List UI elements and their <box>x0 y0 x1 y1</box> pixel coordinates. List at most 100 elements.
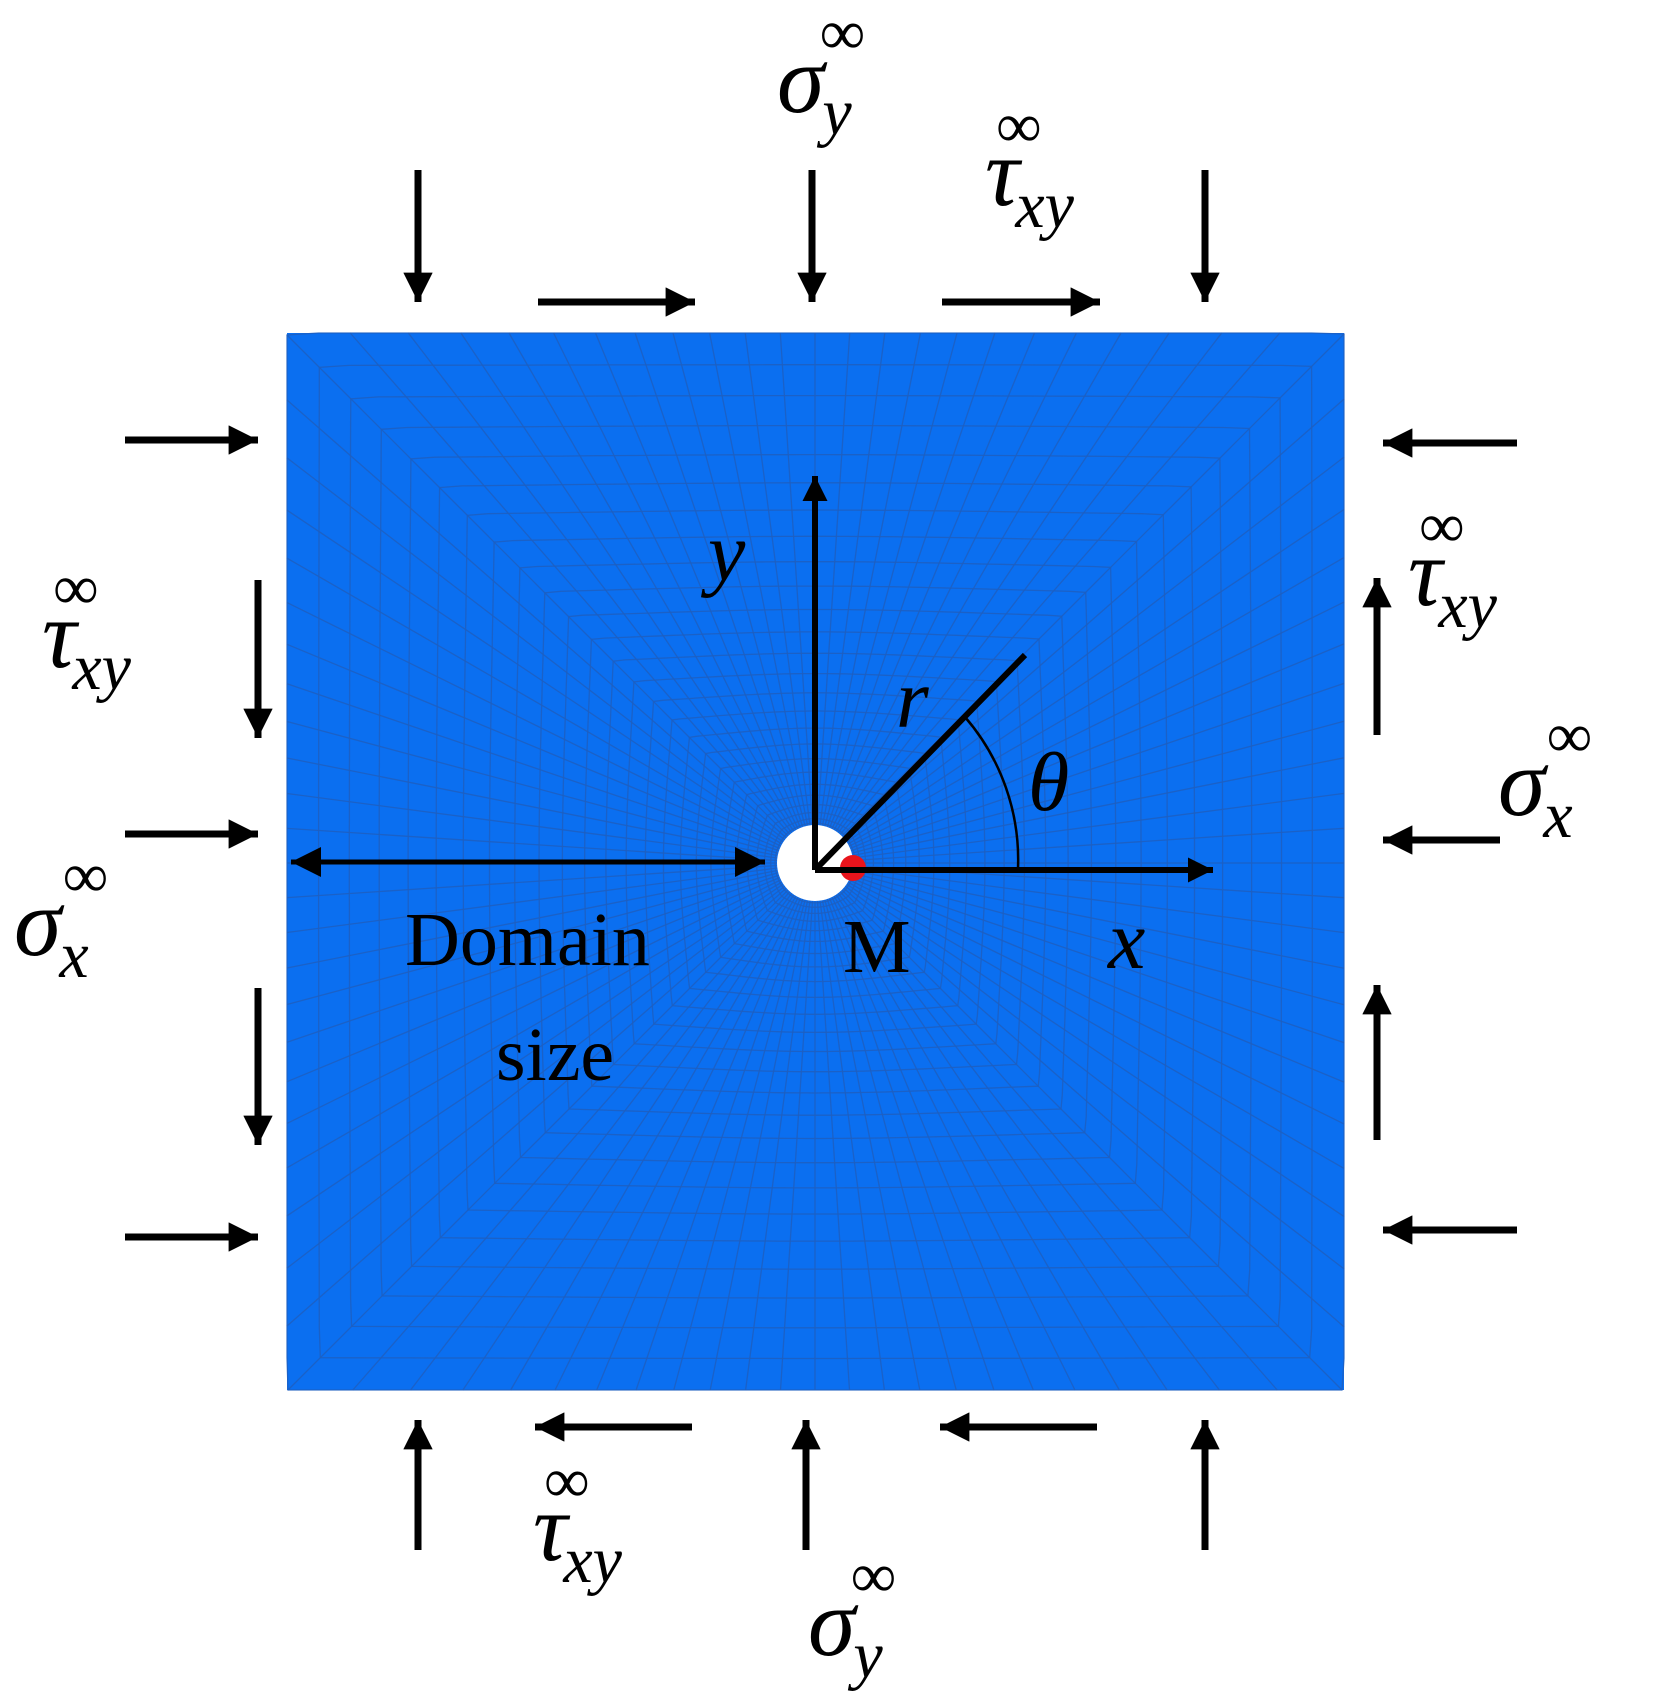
mesh-spoke <box>833 332 1122 831</box>
mesh-spoke <box>286 720 779 854</box>
mesh-spoke <box>852 869 1345 969</box>
sigma-x-right-main: σ <box>1498 729 1549 836</box>
tau-xy-right-label: τxy ∞ <box>1408 490 1498 642</box>
mesh-spoke <box>286 557 783 845</box>
mesh-spoke <box>846 508 1345 843</box>
mesh-spoke <box>846 883 1345 1218</box>
mesh-spoke <box>851 872 1345 1006</box>
mesh-spoke <box>837 892 1220 1391</box>
mesh-ring <box>286 332 1345 1391</box>
mesh-spoke <box>286 869 778 969</box>
tau-xy-top-label: τxy ∞ <box>985 90 1075 242</box>
angle-arc <box>964 716 1020 869</box>
mesh-spoke <box>835 894 1168 1391</box>
mesh-spoke <box>410 892 793 1391</box>
mesh-spoke <box>826 898 995 1391</box>
mesh-spoke <box>286 867 778 934</box>
mesh-spoke <box>286 874 780 1043</box>
mesh-spoke <box>744 900 811 1391</box>
mesh-spoke <box>843 398 1345 839</box>
mesh-spoke <box>554 896 799 1391</box>
tau-xy-right-sup: ∞ <box>1419 490 1465 561</box>
mesh-spoke <box>821 900 921 1391</box>
tau-xy-bottom-sub: xy <box>562 1524 622 1597</box>
sigma-x-right-sub: x <box>1542 779 1572 852</box>
mesh-spoke <box>821 332 922 826</box>
tau-xy-top-sub: xy <box>1014 169 1074 242</box>
radius-label: r <box>896 653 929 746</box>
mesh-spoke <box>286 883 784 1217</box>
sigma-x-right-label: σx ∞ <box>1498 700 1592 852</box>
mesh-spoke <box>708 332 809 826</box>
mesh-spoke <box>779 332 814 826</box>
sigma-x-left-sub: x <box>58 919 88 992</box>
domain-size-label-line1: Domain <box>405 898 650 982</box>
mesh-spoke <box>635 898 804 1391</box>
mesh-spoke <box>828 332 1036 829</box>
mesh-spoke <box>839 332 1281 835</box>
mesh-spoke <box>844 885 1345 1270</box>
mesh-spoke <box>744 332 811 826</box>
sigma-x-left-main: σ <box>14 869 65 976</box>
tau-xy-left-sub: xy <box>71 631 131 704</box>
radius-line <box>812 652 1028 873</box>
tau-xy-right-sub: xy <box>1437 569 1497 642</box>
x-axis-label: x <box>1106 894 1145 987</box>
tau-xy-right-main: τ <box>1408 519 1446 626</box>
mesh-spoke <box>286 887 787 1327</box>
mesh-ring <box>770 818 860 908</box>
mesh-spoke <box>709 900 809 1391</box>
mesh-spoke <box>850 874 1345 1044</box>
mesh-spoke <box>508 332 797 831</box>
sigma-y-bottom-label: σy ∞ <box>808 1540 896 1692</box>
tau-xy-left-label: τxy∞ <box>42 552 132 704</box>
tau-xy-top-main: τ <box>985 119 1023 226</box>
mesh-spoke <box>286 399 787 839</box>
mesh-spoke <box>286 885 786 1269</box>
sigma-y-bottom-main: σ <box>808 1569 859 1676</box>
mesh-spoke <box>847 881 1345 1169</box>
mesh-spoke <box>849 643 1345 850</box>
sigma-y-top-sup: ∞ <box>820 0 866 68</box>
mesh-spoke <box>850 682 1345 852</box>
mesh-spoke <box>824 332 958 827</box>
mesh-spoke <box>843 887 1345 1328</box>
mesh-spoke <box>596 897 802 1391</box>
mesh-spoke <box>852 867 1345 934</box>
mesh-spoke <box>851 720 1345 854</box>
y-axis-label: y <box>700 506 746 599</box>
mesh-spoke <box>672 332 806 827</box>
mesh-spoke <box>852 792 1345 859</box>
mesh-spoke <box>510 895 797 1391</box>
mesh-spoke <box>841 889 1343 1391</box>
mesh-spoke <box>286 334 789 837</box>
mesh-spoke <box>594 332 802 829</box>
sigma-y-bottom-sup: ∞ <box>851 1540 897 1611</box>
tau-xy-left-sup: ∞ <box>53 552 99 623</box>
mesh-spoke <box>462 894 795 1391</box>
tau-xy-top-sup: ∞ <box>996 90 1042 161</box>
point-m-label: M <box>843 905 911 989</box>
sigma-x-left-sup: ∞ <box>63 840 109 911</box>
mesh-spoke <box>673 899 806 1391</box>
mesh-spoke <box>826 332 996 828</box>
tau-xy-bottom-label: τxy∞ <box>533 1445 623 1597</box>
mesh-spoke <box>819 900 886 1391</box>
mesh-spoke <box>852 757 1345 857</box>
mesh-spoke <box>286 879 782 1124</box>
mesh-spoke <box>819 332 886 826</box>
mesh-spoke <box>849 876 1345 1083</box>
mesh-spoke <box>844 456 1345 841</box>
mesh-spoke <box>852 827 1345 862</box>
load-arrows <box>125 170 1517 1550</box>
angle-label: θ <box>1028 736 1069 829</box>
mesh-spoke <box>847 557 1345 845</box>
sigma-y-top-sub: y <box>816 76 852 149</box>
sigma-y-top-label: σy∞ <box>777 0 865 149</box>
sigma-y-bottom-sub: y <box>847 1619 883 1692</box>
mesh-spoke <box>286 757 778 857</box>
sigma-x-left-label: σx ∞ <box>14 840 108 992</box>
sigma-x-right-sup: ∞ <box>1547 700 1593 771</box>
mesh-spoke <box>816 332 851 826</box>
